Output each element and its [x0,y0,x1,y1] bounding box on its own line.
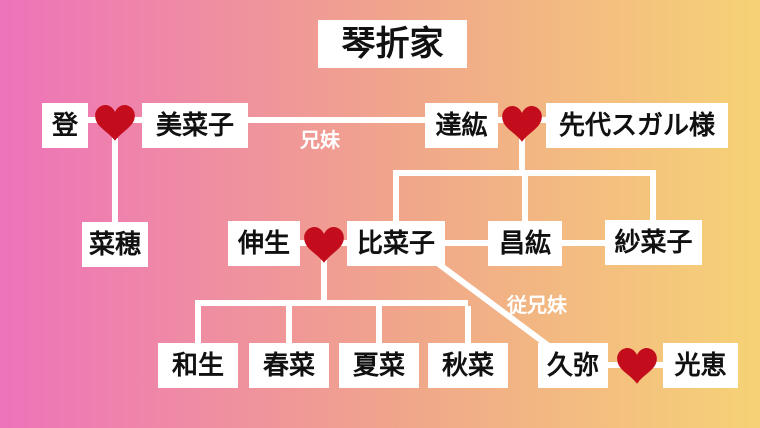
connector-junction1-horizontal [393,170,656,176]
connector-drop-natsuna [376,306,382,346]
connector-heart2-drop [519,138,525,176]
connector-heart1-drop [112,138,118,224]
connector-couple-row3 [260,240,660,246]
person-hisaya: 久弥 [538,343,608,388]
person-kazuo: 和生 [158,343,238,388]
connector-drop-masahiro [522,176,528,224]
person-akina: 秋菜 [428,343,508,388]
heart-icon [502,106,542,142]
connector-drop-kazuo [195,306,201,346]
connector-drop-sanako [650,176,656,224]
page-title: 琴折家 [318,20,467,68]
person-masahiro: 昌紘 [488,221,562,266]
heart-icon [617,348,657,384]
heart-icon [304,227,344,263]
heart-icon [95,105,135,141]
connector-heart3-drop [321,260,327,303]
person-sendai-sugaru: 先代スガル様 [546,103,728,148]
connector-drop-hinako [393,176,399,224]
person-hinako: 比菜子 [347,221,445,266]
person-natsuna: 夏菜 [339,343,419,388]
siblings-label: 兄妹 [300,130,340,152]
person-nobuo: 伸生 [228,221,300,266]
cousins-label: 従兄妹 [507,295,567,317]
connector-couple-row1 [60,117,640,123]
person-sanako: 紗菜子 [605,220,702,265]
person-mitsue: 光恵 [663,343,738,388]
connector-junction2-horizontal [195,300,468,306]
person-haruna: 春菜 [249,343,329,388]
connector-drop-haruna [286,306,292,346]
person-naho: 菜穂 [82,222,148,267]
person-noboru: 登 [42,103,88,148]
connector-drop-akina [465,306,471,346]
person-tatsuhiro: 達紘 [425,103,498,148]
person-minako: 美菜子 [142,103,248,148]
